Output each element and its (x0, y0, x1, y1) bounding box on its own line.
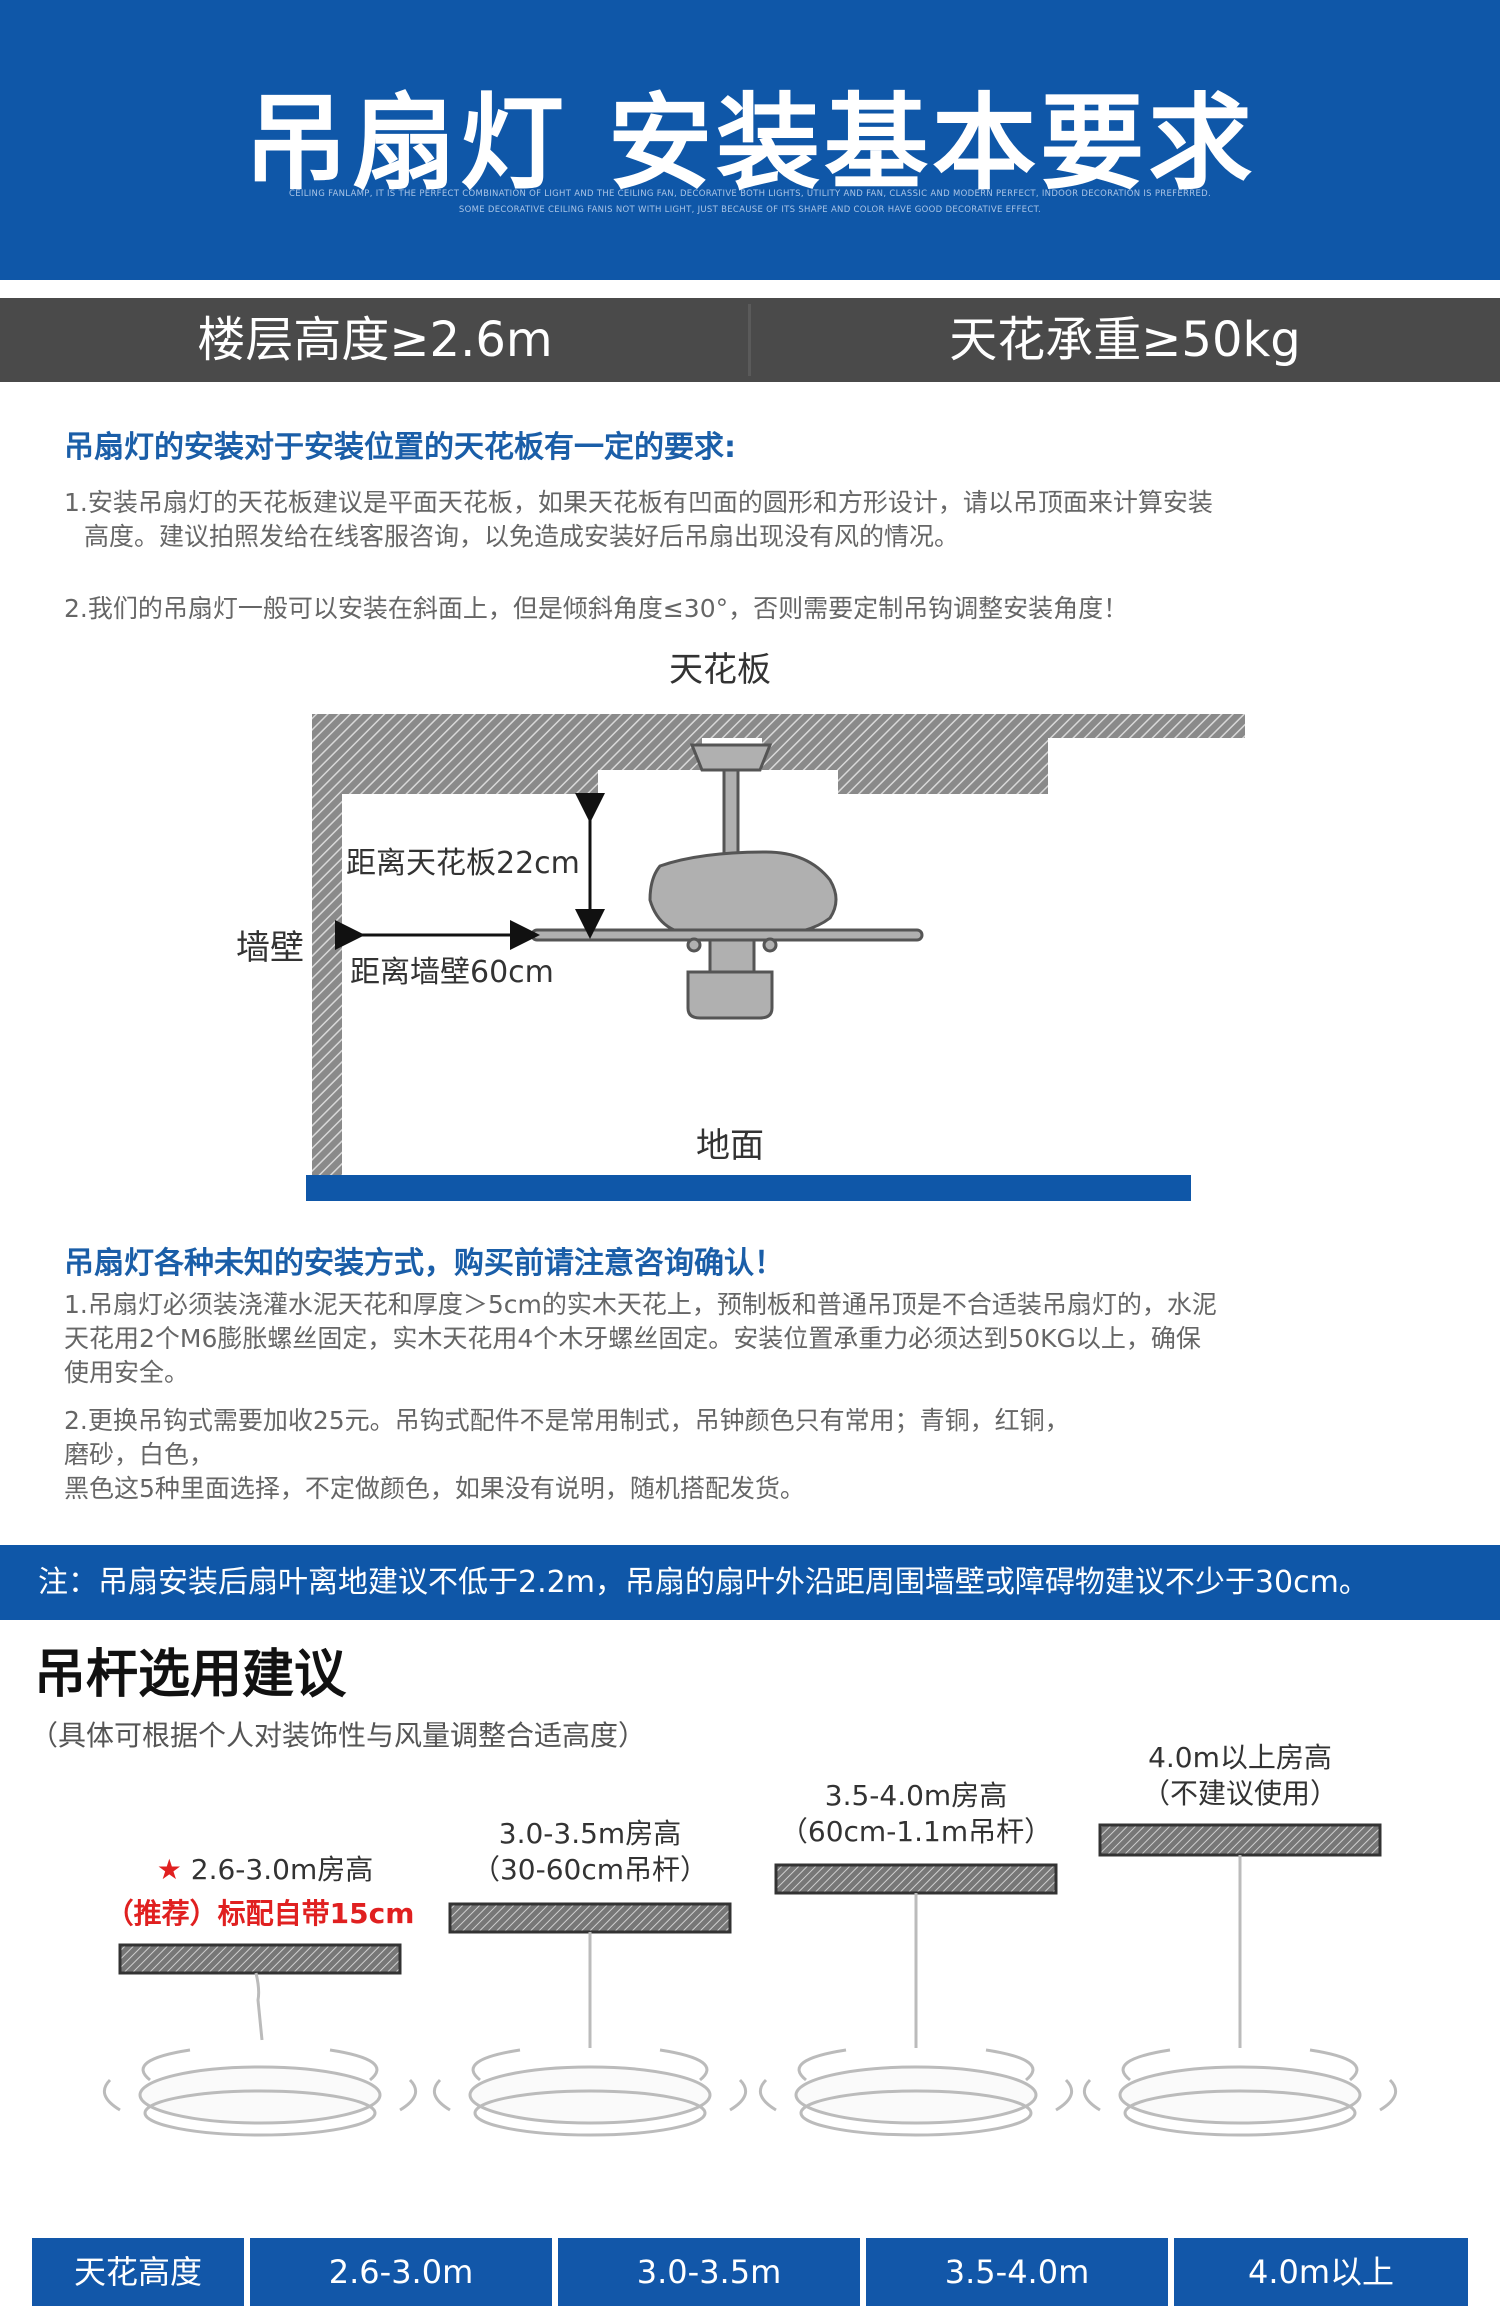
rod-fan-3 (758, 1863, 1074, 2137)
note-text: 注：吊扇安装后扇叶离地建议不低于2.2m，吊扇的扇叶外沿距周围墙壁或障碍物建议不… (38, 1565, 1369, 1600)
rod-option-3-line1: 3.5-4.0m房高 (824, 1779, 1008, 1812)
rod-subtitle: （具体可根据个人对装饰性与风量调整合适高度） (30, 1719, 647, 1752)
label-wall: 墙壁 (236, 928, 304, 968)
spec-bar: 楼层高度≥2.6m 天花承重≥50kg (0, 298, 1500, 382)
section2-paragraph1-line1: 1.吊扇灯必须装浇灌水泥天花和厚度＞5cm的实木天花上，预制板和普通吊顶是不合适… (64, 1290, 1217, 1319)
rod-option-1-note: （推荐）标配自带15cm (105, 1897, 415, 1930)
rod-title: 吊杆选用建议 (34, 1645, 347, 1705)
header-subtitle-line1: CEILING FANLAMP, IT IS THE PERFECT COMBI… (289, 189, 1211, 199)
section2-paragraph2-line3: 黑色这5种里面选择，不定做颜色，如果没有说明，随机搭配发货。 (64, 1474, 805, 1503)
rod-option-1-label: ★ 2.6-3.0m房高 (156, 1853, 374, 1886)
rod-option-2-line1: 3.0-3.5m房高 (498, 1817, 682, 1850)
rod-fan-4 (1082, 1823, 1398, 2137)
rod-option-4-line2: （不建议使用） (1141, 1777, 1338, 1810)
table-header-cell: 天花高度 (32, 2238, 244, 2306)
spec-divider (748, 304, 751, 376)
label-floor: 地面 (696, 1126, 764, 1166)
height-table: 天花高度 2.6-3.0m 3.0-3.5m 3.5-4.0m 4.0m以上 (32, 2238, 1468, 2322)
diagram-fan (530, 743, 924, 1020)
header-subtitle-line2: SOME DECORATIVE CEILING FANIS NOT WITH L… (458, 205, 1042, 215)
table-header-cell: 4.0m以上 (1174, 2238, 1468, 2306)
rod-option-3-line2: （60cm-1.1m吊杆） (779, 1815, 1053, 1848)
label-distance-wall: 距离墙壁60cm (350, 955, 554, 990)
page-header: 吊扇灯 安装基本要求 CEILING FANLAMP, IT IS THE PE… (0, 0, 1500, 280)
section1-paragraph1-line2: 高度。建议拍照发给在线客服咨询，以免造成安装好后吊扇出现没有风的情况。 (84, 522, 960, 551)
section1-paragraph1-line1: 1.安装吊扇灯的天花板建议是平面天花板，如果天花板有凹面的圆形和方形设计，请以吊… (64, 488, 1213, 517)
spec-floor-height: 楼层高度≥2.6m (197, 312, 553, 368)
section2-heading: 吊扇灯各种未知的安装方式，购买前请注意咨询确认！ (64, 1246, 784, 1281)
table-header-cell: 3.0-3.5m (558, 2238, 860, 2306)
rod-option-4-line1: 4.0m以上房高 (1148, 1741, 1332, 1774)
section2-paragraph1-line3: 使用安全。 (64, 1358, 190, 1387)
section2-paragraph2-line1: 2.更换吊钩式需要加收25元。吊钩式配件不是常用制式，吊钟颜色只有常用；青铜，红… (64, 1406, 1070, 1435)
section1-paragraph2: 2.我们的吊扇灯一般可以安装在斜面上，但是倾斜角度≤30°，否则需要定制吊钩调整… (64, 594, 1129, 623)
floor-bar (306, 1175, 1191, 1201)
section2-paragraph1-line2: 天花用2个M6膨胀螺丝固定，实木天花用4个木牙螺丝固定。安装位置承重力必须达到5… (64, 1324, 1201, 1353)
section2-paragraph2-line2: 磨砂，白色， (64, 1440, 215, 1469)
rod-fan-2 (432, 1902, 748, 2137)
ceiling-structure (312, 714, 1245, 1175)
table-header-cell: 2.6-3.0m (250, 2238, 552, 2306)
spec-ceiling-load: 天花承重≥50kg (949, 312, 1301, 368)
table-header-cell: 3.5-4.0m (866, 2238, 1168, 2306)
recommend-star-icon: ★ (156, 1853, 182, 1886)
rod-fan-1 (102, 1943, 418, 2137)
page-title: 吊扇灯 安装基本要求 (243, 82, 1257, 204)
label-ceiling: 天花板 (669, 650, 771, 690)
section1-heading: 吊扇灯的安装对于安装位置的天花板有一定的要求: (64, 430, 736, 465)
note-bar: 注：吊扇安装后扇叶离地建议不低于2.2m，吊扇的扇叶外沿距周围墙壁或障碍物建议不… (0, 1545, 1500, 1620)
label-distance-ceiling: 距离天花板22cm (346, 846, 580, 881)
rod-option-2-line2: （30-60cm吊杆） (471, 1853, 709, 1886)
